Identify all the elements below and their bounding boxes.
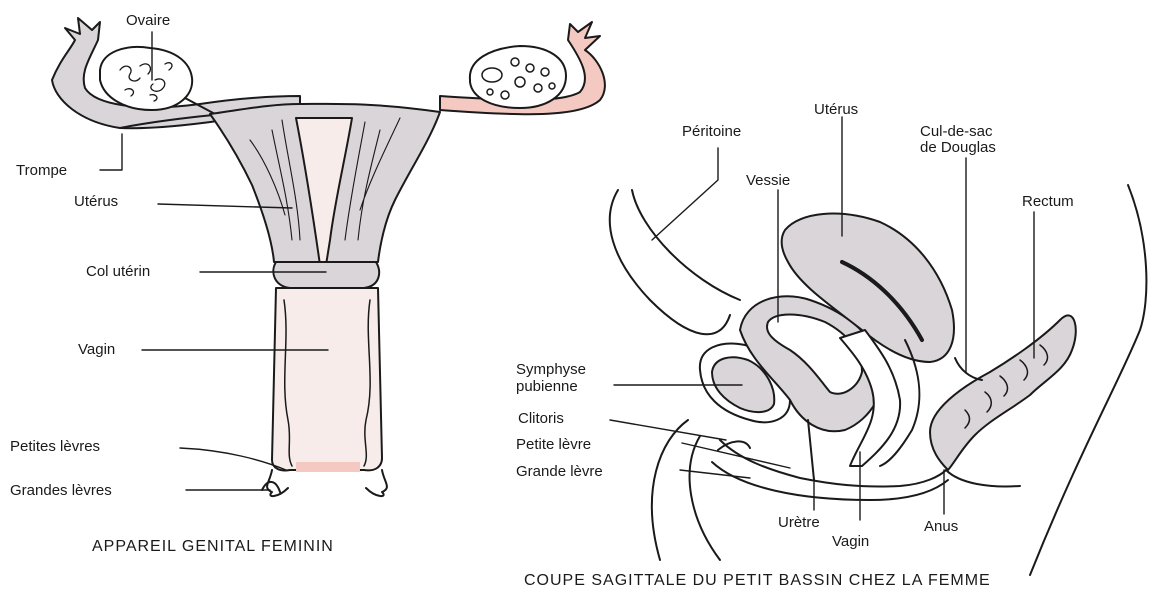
abdominal-wall	[610, 190, 730, 334]
caption-right: COUPE SAGITTALE DU PETIT BASSIN CHEZ LA …	[524, 572, 991, 590]
vagina-lumen-highlight	[296, 462, 360, 472]
leader-petites	[180, 448, 286, 470]
label-clitoris: Clitoris	[518, 410, 564, 427]
label-vagin-left: Vagin	[78, 341, 115, 358]
urethra	[808, 420, 814, 480]
label-petites-levres: Petites lèvres	[10, 438, 100, 455]
leader-peritoine	[652, 148, 718, 240]
label-symphyse: Symphyse	[516, 361, 586, 378]
label-cul-de-sac: Cul-de-sac	[920, 123, 993, 140]
peritoneum-inner	[632, 190, 740, 300]
sagittal-view	[610, 185, 1147, 575]
caption-left: APPAREIL GENITAL FEMININ	[92, 538, 334, 556]
label-petite-levre: Petite lèvre	[516, 436, 591, 453]
label-vessie: Vessie	[746, 172, 790, 189]
label-trompe: Trompe	[16, 162, 67, 179]
leader-clitoris	[610, 420, 726, 440]
label-uretre: Urètre	[778, 514, 820, 531]
label-rectum: Rectum	[1022, 193, 1074, 210]
label-vagin-right: Vagin	[832, 533, 869, 550]
cervix	[273, 262, 379, 288]
label-grande-levre: Grande lèvre	[516, 463, 603, 480]
label-ovaire: Ovaire	[126, 12, 170, 29]
leader-trompe	[100, 134, 122, 170]
labia	[262, 470, 387, 496]
label-de-douglas: de Douglas	[920, 139, 996, 156]
label-pubienne: pubienne	[516, 378, 578, 395]
vulva	[712, 441, 948, 500]
label-col-uterin: Col utérin	[86, 263, 150, 280]
pouch-of-douglas	[955, 358, 982, 380]
left-ovary	[100, 47, 192, 110]
label-uterus-right: Utérus	[814, 101, 858, 118]
pelvic-outline-left	[652, 420, 720, 560]
leader-petite-levre	[682, 443, 790, 468]
label-anus: Anus	[924, 518, 958, 535]
label-grandes-levres: Grandes lèvres	[10, 482, 112, 499]
label-peritoine: Péritoine	[682, 123, 741, 140]
label-uterus-left: Utérus	[74, 193, 118, 210]
